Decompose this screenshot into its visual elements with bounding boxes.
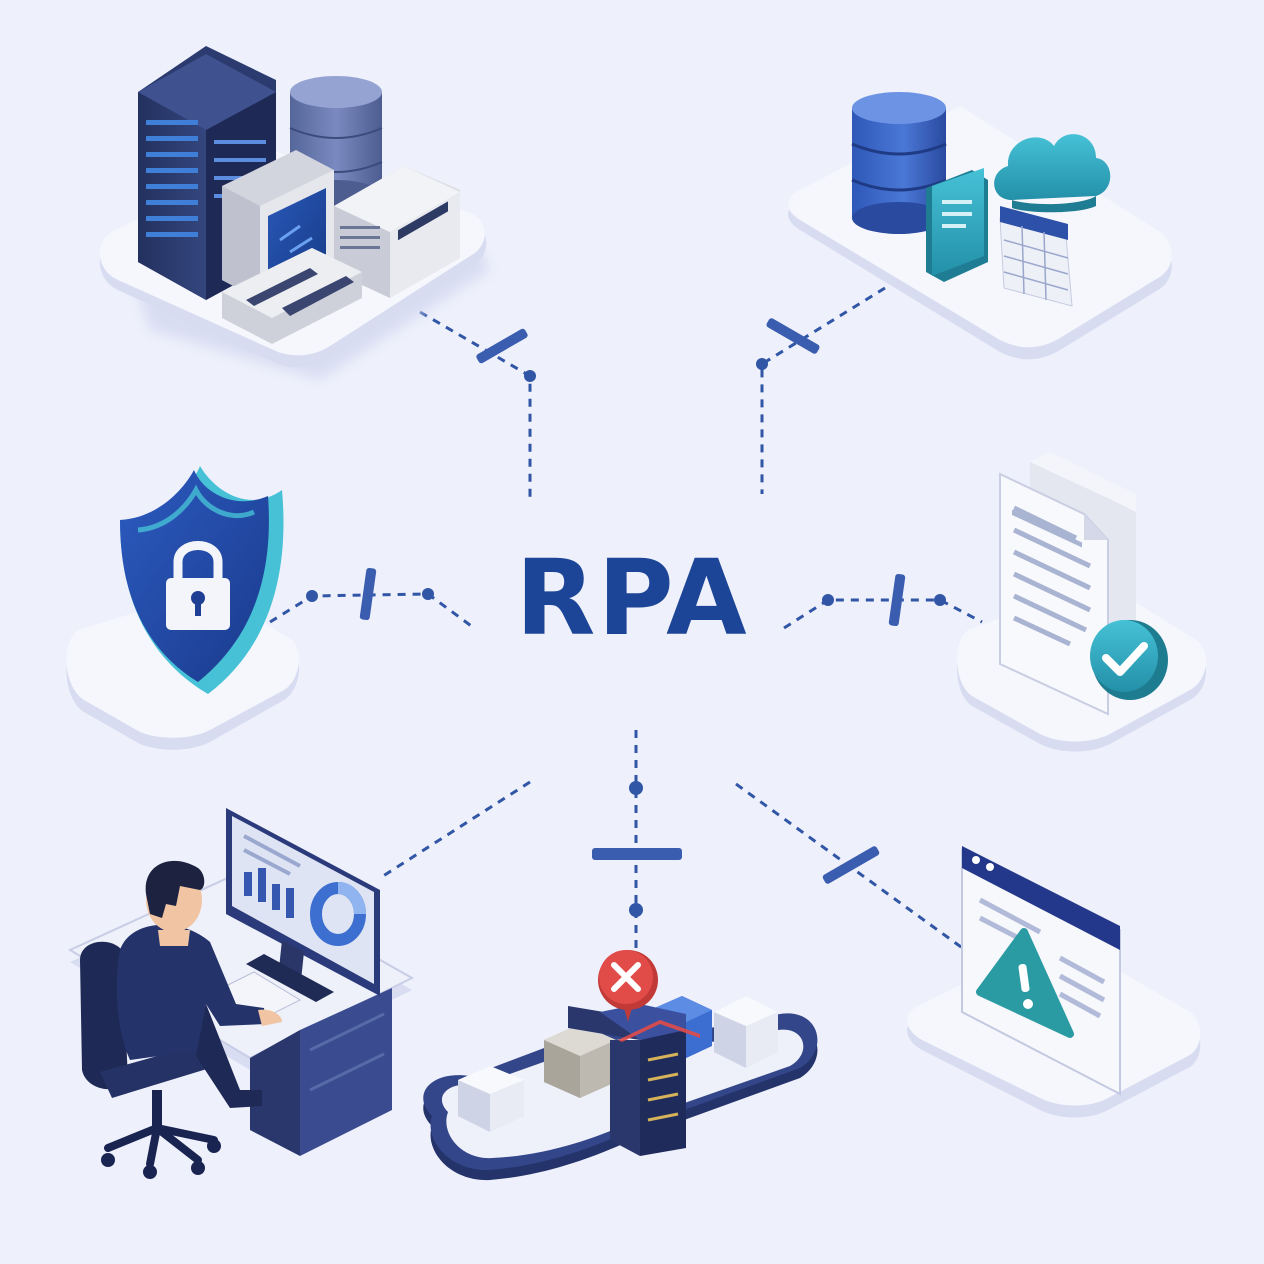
cube-icon bbox=[458, 1066, 524, 1132]
node-human-worker bbox=[67, 808, 415, 1179]
connector-break-icon bbox=[822, 846, 880, 884]
spreadsheet-icon bbox=[999, 206, 1073, 307]
scanner-gate-icon bbox=[568, 1004, 700, 1156]
cube-icon bbox=[714, 996, 778, 1068]
connector-break-icon bbox=[822, 573, 946, 627]
warning-triangle-icon bbox=[976, 928, 1074, 1038]
node-security bbox=[66, 466, 299, 750]
bar-chart-icon bbox=[244, 868, 294, 918]
connector-break-icon bbox=[756, 318, 820, 370]
connector-data-cloud bbox=[760, 286, 886, 494]
person-icon bbox=[116, 860, 282, 1108]
connector-break-icon bbox=[476, 328, 536, 382]
connector-human-worker bbox=[379, 780, 531, 880]
donut-chart-icon bbox=[310, 882, 366, 946]
rpa-center-label: RPA bbox=[515, 537, 749, 659]
node-verified-documents bbox=[957, 452, 1207, 752]
office-chair-icon bbox=[80, 941, 221, 1179]
node-data-cloud bbox=[788, 92, 1172, 360]
node-legacy-systems bbox=[99, 46, 490, 380]
connector-verified-documents bbox=[783, 598, 983, 630]
node-process-conveyor bbox=[423, 950, 818, 1181]
connector-break-icon bbox=[306, 567, 434, 621]
padlock-icon bbox=[166, 541, 230, 630]
connector-break-icon bbox=[592, 781, 682, 917]
cloud-icon bbox=[994, 134, 1111, 213]
checkmark-badge-icon bbox=[1090, 620, 1168, 700]
connector-alert-window bbox=[735, 782, 969, 954]
keyboard-icon bbox=[222, 248, 362, 344]
node-alert-window bbox=[907, 846, 1201, 1118]
cube-icon bbox=[544, 1024, 616, 1098]
document-icon bbox=[926, 168, 988, 282]
error-x-icon bbox=[598, 950, 658, 1022]
